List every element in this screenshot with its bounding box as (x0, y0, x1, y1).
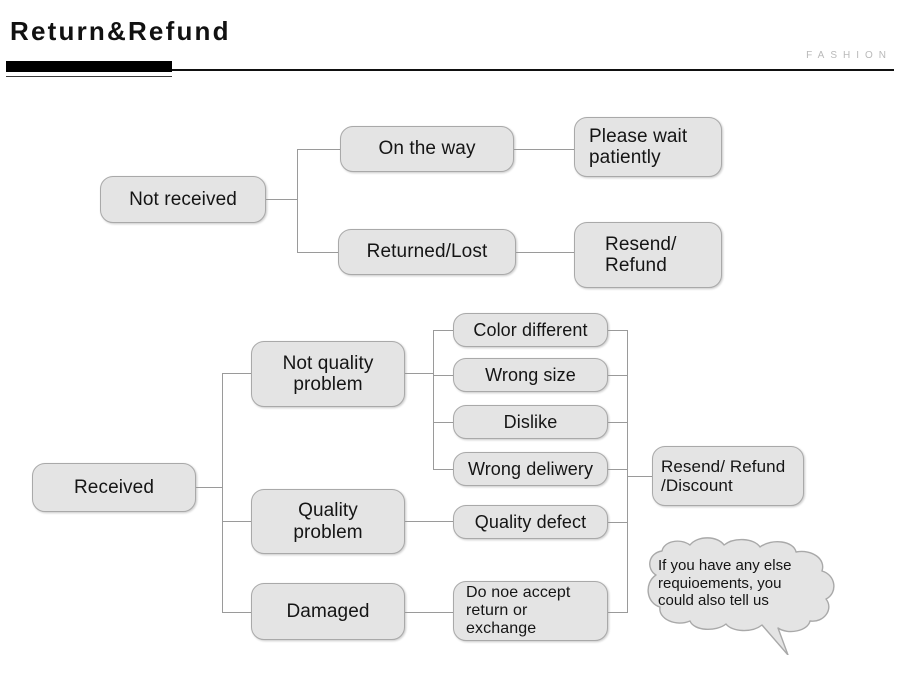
connector-outcome-trunk (627, 330, 628, 612)
header-underline (6, 76, 172, 77)
connector-to-wrong-deliwery (433, 469, 453, 470)
connector-damaged-to-policy (405, 612, 453, 613)
page-title: Return&Refund (10, 16, 231, 46)
connector-received-stem (196, 487, 223, 488)
connector-on-the-way-to-action (514, 149, 574, 150)
connector-nqp-stem (405, 373, 434, 374)
connector-returned-lost-to-action (516, 252, 574, 253)
callout-bubble-text: If you have any else requioements, you c… (658, 557, 792, 610)
header-rule-line (6, 69, 894, 71)
node-damaged[interactable]: Damaged (251, 583, 405, 640)
connector-dislike-out (608, 422, 628, 423)
connector-to-dislike (433, 422, 453, 423)
connector-to-damaged (222, 612, 251, 613)
node-quality-defect[interactable]: Quality defect (453, 505, 608, 539)
connector-nqp-subtrunk (433, 330, 434, 469)
header-accent-bar (6, 61, 172, 72)
connector-quality-defect-out (608, 522, 628, 523)
node-on-the-way[interactable]: On the way (340, 126, 514, 172)
connector-policy-out (608, 612, 628, 613)
node-returned-lost[interactable]: Returned/Lost (338, 229, 516, 275)
node-dislike[interactable]: Dislike (453, 405, 608, 439)
node-not-received[interactable]: Not received (100, 176, 266, 223)
connector-received-trunk (222, 373, 223, 613)
brand-label: FASHION (806, 50, 892, 61)
connector-not-received-trunk (297, 149, 298, 252)
connector-to-color-different (433, 330, 453, 331)
node-resend-refund-discount[interactable]: Resend/ Refund /Discount (652, 446, 804, 506)
node-color-different[interactable]: Color different (453, 313, 608, 347)
node-quality-problem[interactable]: Quality problem (251, 489, 405, 554)
connector-to-wrong-size (433, 375, 453, 376)
connector-wrong-size-out (608, 375, 628, 376)
node-please-wait-patiently[interactable]: Please wait patiently (574, 117, 722, 177)
node-received[interactable]: Received (32, 463, 196, 512)
connector-color-different-out (608, 330, 628, 331)
node-do-not-accept-return[interactable]: Do noe accept return or exchange (453, 581, 608, 641)
node-wrong-size[interactable]: Wrong size (453, 358, 608, 392)
node-wrong-deliwery[interactable]: Wrong deliwery (453, 452, 608, 486)
connector-to-on-the-way (297, 149, 340, 150)
connector-qp-to-quality-defect (405, 521, 453, 522)
connector-to-quality-problem (222, 521, 251, 522)
callout-bubble[interactable]: If you have any else requioements, you c… (636, 535, 858, 655)
node-resend-refund[interactable]: Resend/ Refund (574, 222, 722, 288)
node-not-quality-problem[interactable]: Not quality problem (251, 341, 405, 407)
connector-not-received-stem (266, 199, 298, 200)
callout-bubble-shape (647, 537, 835, 655)
connector-trunk-to-outcome (627, 476, 653, 477)
connector-wrong-deliwery-out (608, 469, 628, 470)
connector-to-returned-lost (297, 252, 340, 253)
connector-to-not-quality-problem (222, 373, 251, 374)
